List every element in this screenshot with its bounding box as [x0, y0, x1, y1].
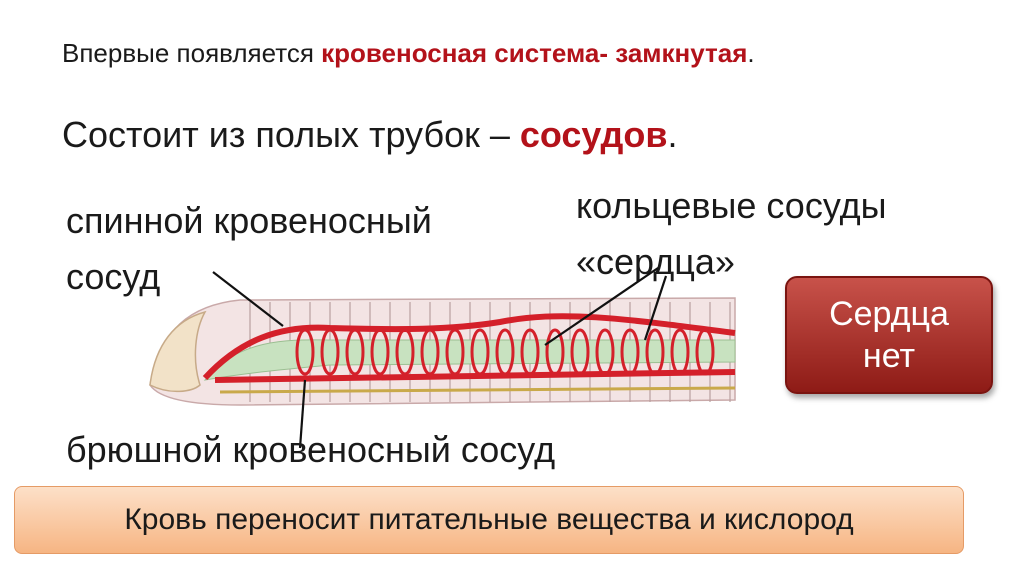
no-heart-box: Сердца нет [785, 276, 993, 394]
ring-vessels [295, 328, 715, 376]
subheading-prefix: Состоит из полых трубок – [62, 114, 520, 155]
ring-vessel [395, 328, 415, 376]
ventral-vessel-label: брюшной кровеносный сосуд [66, 429, 556, 470]
ring-vessel [595, 328, 615, 376]
ring-vessel [320, 328, 340, 376]
ring-vessel [495, 328, 515, 376]
subheading: Состоит из полых трубок – сосудов. [62, 114, 678, 156]
ring-vessel [470, 328, 490, 376]
dorsal-vessel [202, 313, 736, 381]
ventral-vessel [214, 369, 736, 383]
footer-banner: Кровь переносит питательные вещества и к… [14, 486, 964, 554]
ring-vessel [670, 328, 690, 376]
pointer-ventral [298, 379, 307, 449]
ring-vessel [695, 328, 715, 376]
dorsal-vessel-label: спинной кровеносный сосуд [66, 200, 432, 297]
ring-vessel [295, 328, 315, 376]
heading-highlight: кровеносная система- замкнутая [321, 38, 748, 68]
subheading-suffix: . [667, 114, 678, 155]
ring-vessel [545, 328, 565, 376]
ring-vessel [345, 328, 365, 376]
ring-vessel [570, 328, 590, 376]
heading: Впервые появляется кровеносная система- … [62, 38, 755, 69]
pointer-ring-2 [643, 275, 668, 341]
nerve-cord [219, 386, 736, 394]
ring-vessel [620, 328, 640, 376]
ring-vessel [520, 328, 540, 376]
ring-vessel [370, 328, 390, 376]
heading-prefix: Впервые появляется [62, 38, 322, 68]
heading-suffix: . [747, 38, 755, 68]
worm-head [149, 310, 207, 393]
pointer-ring-1 [544, 267, 659, 346]
ring-vessel [645, 328, 665, 376]
subheading-highlight: сосудов [519, 114, 668, 155]
pointer-dorsal [212, 271, 284, 327]
ring-vessel [445, 328, 465, 376]
ring-vessels-label: кольцевые сосуды «сердца» [576, 185, 887, 282]
ring-vessel [420, 328, 440, 376]
